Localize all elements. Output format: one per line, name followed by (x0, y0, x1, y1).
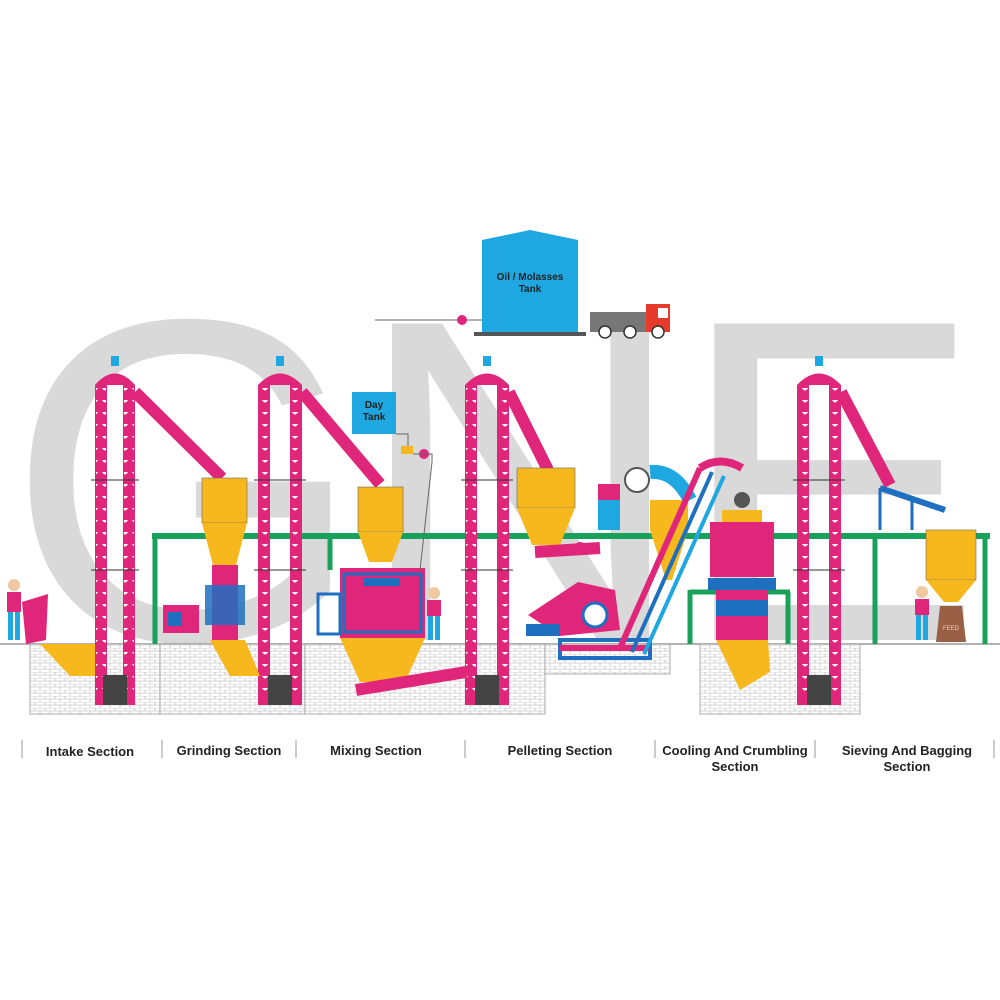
section-dividers (21, 740, 995, 758)
oil-tank-label-line2: Tank (519, 284, 542, 295)
bucket-elevator-4 (793, 356, 845, 705)
section-labels: Intake Section Grinding Section Mixing S… (46, 743, 972, 774)
inclined-conveyor (617, 457, 745, 655)
oil-molasses-tank: Oil / Molasses Tank (375, 230, 586, 336)
feed-bag-label: FEED (943, 626, 960, 632)
day-tank: Day Tank (352, 392, 433, 571)
cooler-equipment (708, 492, 776, 690)
truck-icon (590, 304, 670, 339)
section-label-grinding: Grinding Section (177, 743, 282, 758)
grinding-equipment (163, 477, 260, 676)
section-label-pelleting: Pelleting Section (508, 743, 613, 758)
day-tank-label-line2: Tank (363, 412, 386, 423)
section-label-sieving-line2: Section (884, 759, 931, 774)
day-tank-label-line1: Day (365, 400, 384, 411)
bucket-elevator-3 (461, 356, 513, 705)
sieving-equipment (878, 485, 977, 602)
worker-figure-mixing (427, 587, 441, 640)
oil-tank-label-line1: Oil / Molasses (497, 272, 564, 283)
mixing-equipment (316, 486, 467, 696)
intake-hopper (22, 594, 95, 676)
feed-bag: FEED (936, 606, 966, 642)
section-label-intake: Intake Section (46, 744, 134, 759)
bucket-elevator-1 (91, 356, 139, 705)
worker-figure-intake (7, 579, 21, 640)
section-label-cooling-line2: Section (712, 759, 759, 774)
worker-figure-bagging (915, 586, 929, 640)
section-label-cooling-line1: Cooling And Crumbling (662, 743, 807, 758)
section-label-sieving-line1: Sieving And Bagging (842, 743, 972, 758)
discharge-chutes (130, 387, 896, 488)
bucket-elevator-2 (254, 356, 306, 705)
section-label-mixing: Mixing Section (330, 743, 422, 758)
